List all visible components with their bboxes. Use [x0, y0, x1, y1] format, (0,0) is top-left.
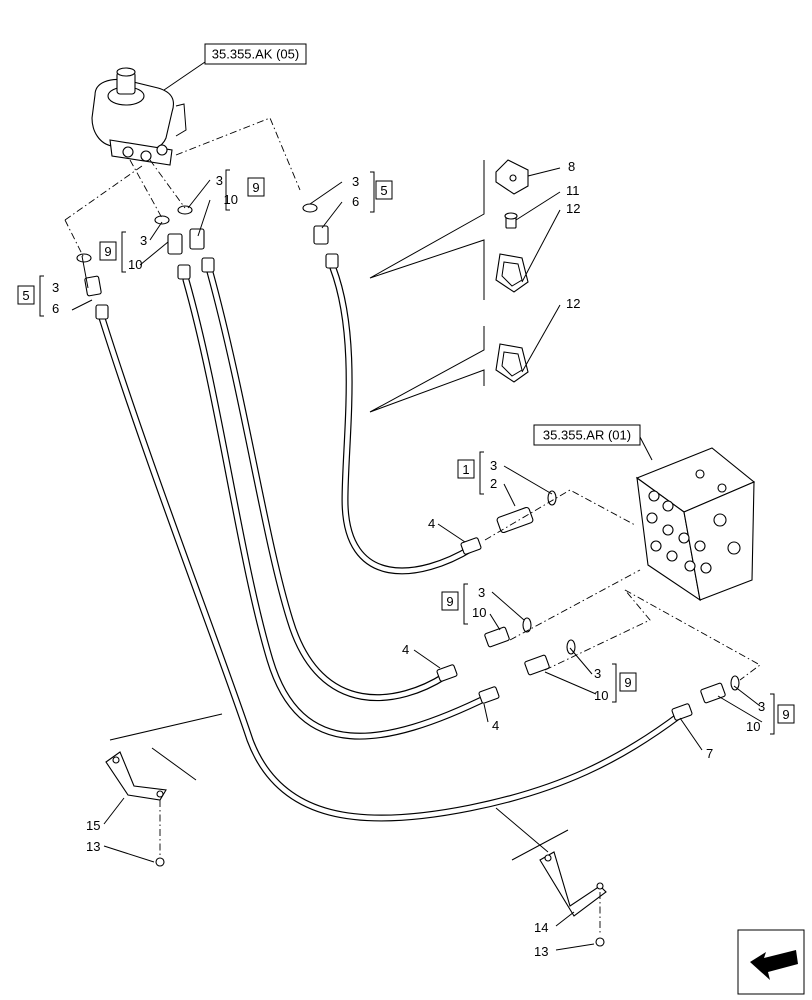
kit-9-top-label: 9: [252, 180, 259, 195]
arrow-back-icon[interactable]: [737, 929, 805, 995]
callout-14: 14: [534, 920, 548, 935]
callout-4-b: 4: [402, 642, 409, 657]
callout-7: 7: [706, 746, 713, 761]
leader-lines: [71, 61, 763, 951]
callout-3-mid-b: 3: [478, 585, 485, 600]
kit-9-left-label: 9: [104, 244, 111, 259]
kit-9-right-label: 9: [782, 707, 789, 722]
kit-groups: 9 5 9 5 1 9 9 9: [17, 169, 795, 735]
callout-10-left-a: 10: [128, 257, 142, 272]
callout-6-left: 6: [52, 301, 59, 316]
ref-box-distributor[interactable]: 35.355.AR (01): [533, 424, 641, 446]
control-valve: [91, 67, 187, 166]
callout-15: 15: [86, 818, 100, 833]
callout-3-mid-a: 3: [490, 458, 497, 473]
kit-1-label: 1: [462, 462, 469, 477]
callout-10-lower: 10: [594, 688, 608, 703]
callout-10-top-a: 10: [224, 192, 238, 207]
callout-4-c: 4: [492, 718, 499, 733]
callout-10-mid: 10: [472, 605, 486, 620]
callout-3-top-b: 3: [352, 174, 359, 189]
kit-9-mid-label: 9: [446, 594, 453, 609]
fitting-group: [76, 203, 740, 721]
callout-3-left-a: 3: [140, 233, 147, 248]
callout-3-right: 3: [758, 699, 765, 714]
callout-13-right: 13: [534, 944, 548, 959]
kit-5-left-label: 5: [22, 288, 29, 303]
callout-3-left-b: 3: [52, 280, 59, 295]
callout-4-a: 4: [428, 516, 435, 531]
callout-13-left: 13: [86, 839, 100, 854]
ref-distributor-label: 35.355.AR (01): [543, 428, 631, 443]
callout-6-top: 6: [352, 194, 359, 209]
callout-12-lower: 12: [566, 296, 580, 311]
kit-9-lower-label: 9: [624, 675, 631, 690]
distributor-block: [635, 447, 756, 602]
callout-numbers: 8 11 12 12 3 10 3 6 3 10 3 6 3 2 4 3 10 …: [52, 159, 765, 959]
kit-5-top-label: 5: [380, 183, 387, 198]
callout-11: 11: [566, 183, 580, 198]
detail-parts: [369, 159, 529, 413]
ref-control-valve-label: 35.355.AK (05): [212, 47, 299, 62]
centerline-group: [64, 117, 761, 681]
callout-3-lower: 3: [594, 666, 601, 681]
callout-8: 8: [568, 159, 575, 174]
callout-3-top-a: 3: [216, 173, 223, 188]
hose-group: [98, 264, 684, 822]
ref-box-control-valve[interactable]: 35.355.AK (05): [204, 43, 307, 65]
callout-10-right: 10: [746, 719, 760, 734]
callout-12-upper: 12: [566, 201, 580, 216]
callout-2: 2: [490, 476, 497, 491]
bracket-group: [105, 713, 607, 947]
